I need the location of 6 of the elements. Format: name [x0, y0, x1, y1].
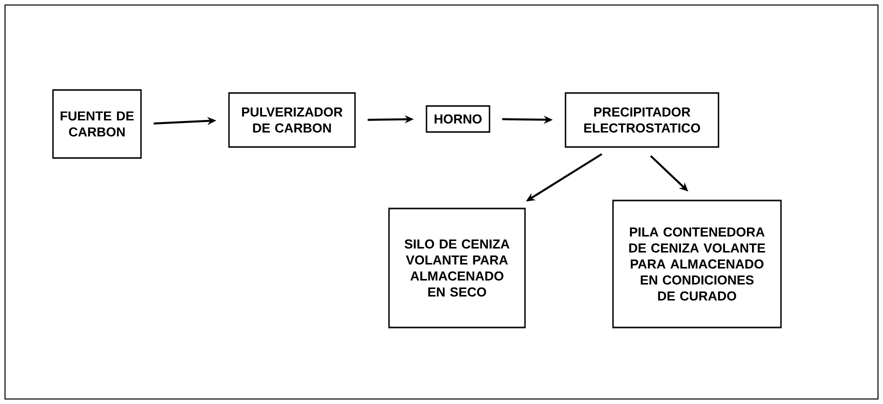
- process-box: PILA CONTENEDORA DE CENIZA VOLANTE PARA ALMACENADO EN CONDICIONES DE CURADO: [612, 200, 782, 328]
- process-box: HORNO: [426, 105, 490, 133]
- process-box: FUENTE DE CARBON: [52, 89, 142, 159]
- process-box: PULVERIZADOR DE CARBON: [228, 92, 356, 148]
- process-box: SILO DE CENIZA VOLANTE PARA ALMACENADO EN SECO: [388, 208, 526, 328]
- process-box: PRECIPITADOR ELECTROSTATICO: [564, 92, 720, 148]
